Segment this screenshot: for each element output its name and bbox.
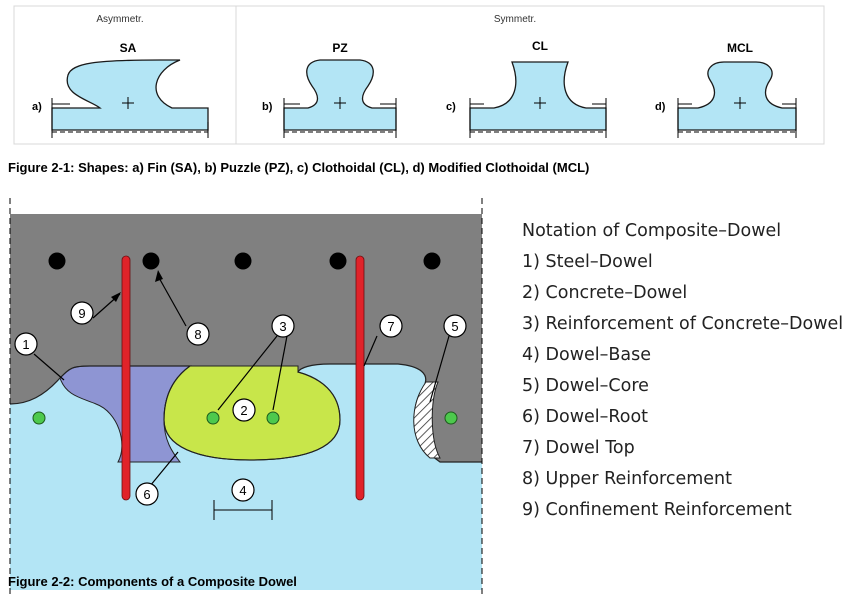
- notation-title: Notation of Composite–Dowel: [522, 221, 781, 241]
- marker-3: 3: [271, 314, 295, 338]
- notation-item-9: 9) Confinement Reinforcement: [522, 500, 792, 520]
- notation-item-1: 1) Steel–Dowel: [522, 252, 653, 272]
- marker-5: 5: [443, 314, 467, 338]
- shape-mcl-outline: [677, 61, 797, 131]
- marker-7: 7: [379, 314, 403, 338]
- shape-sa-outline: [51, 59, 209, 131]
- svg-text:9: 9: [78, 306, 85, 321]
- upper-rebar-5: [423, 252, 441, 270]
- svg-text:7: 7: [387, 319, 394, 334]
- shape-cl-name: CL: [532, 39, 548, 53]
- green-rebar-4: [444, 411, 458, 425]
- upper-rebar-1: [48, 252, 66, 270]
- svg-text:5: 5: [451, 319, 458, 334]
- shape-sa-label: a): [32, 101, 42, 113]
- shape-cl: CL c): [446, 39, 607, 138]
- svg-text:3: 3: [279, 319, 286, 334]
- shape-sa-name: SA: [120, 41, 137, 55]
- marker-4: 4: [231, 478, 255, 502]
- notation-item-7: 7) Dowel Top: [522, 438, 635, 458]
- green-rebar-1: [32, 411, 46, 425]
- svg-text:8: 8: [194, 327, 201, 342]
- shape-cl-outline: [469, 61, 607, 131]
- figure-2-1-frame: [13, 5, 825, 145]
- notation-item-2: 2) Concrete–Dowel: [522, 283, 687, 303]
- leader-lines: [33, 275, 450, 487]
- confinement-bar-right: [355, 255, 365, 501]
- shape-pz-outline: [283, 59, 397, 131]
- upper-rebar-2: [142, 252, 160, 270]
- green-rebar-3: [266, 411, 280, 425]
- figure-2-1: Asymmetr. Symmetr. SA a) PZ b): [8, 5, 825, 175]
- notation-item-4: 4) Dowel–Base: [522, 345, 651, 365]
- svg-text:1: 1: [22, 337, 29, 352]
- green-rebar-2: [206, 411, 220, 425]
- marker-9: 9: [70, 301, 94, 325]
- asymmetric-header: Asymmetr.: [96, 14, 143, 25]
- marker-2: 2: [232, 398, 256, 422]
- svg-text:6: 6: [143, 487, 150, 502]
- shape-pz-label: b): [262, 101, 273, 113]
- symmetric-header: Symmetr.: [494, 14, 536, 25]
- svg-text:4: 4: [239, 483, 246, 498]
- shape-mcl: MCL d): [655, 41, 797, 138]
- svg-text:2: 2: [240, 403, 247, 418]
- notation-item-5: 5) Dowel–Core: [522, 376, 649, 396]
- marker-6: 6: [135, 482, 159, 506]
- shape-cl-label: c): [446, 101, 456, 113]
- shape-sa: SA a): [32, 41, 209, 138]
- notation-item-3: 3) Reinforcement of Concrete–Dowel: [522, 314, 843, 334]
- upper-rebar-4: [329, 252, 347, 270]
- shape-mcl-label: d): [655, 101, 666, 113]
- notation-item-8: 8) Upper Reinforcement: [522, 469, 732, 489]
- notation-legend: Notation of Composite–Dowel 1) Steel–Dow…: [522, 221, 843, 520]
- notation-item-6: 6) Dowel–Root: [522, 407, 648, 427]
- marker-8: 8: [186, 322, 210, 346]
- shape-pz: PZ b): [262, 41, 397, 138]
- steel-outline: [9, 363, 482, 463]
- shape-mcl-name: MCL: [727, 41, 753, 55]
- figure-2-2-caption: Figure 2-2: Components of a Composite Do…: [8, 574, 297, 589]
- dowel-core-hatch: [413, 381, 441, 459]
- upper-rebar-3: [234, 252, 252, 270]
- figure-2-1-caption: Figure 2-1: Shapes: a) Fin (SA), b) Puzz…: [8, 160, 589, 175]
- confinement-bar-left: [121, 255, 131, 501]
- marker-1: 1: [14, 332, 38, 356]
- shape-pz-name: PZ: [332, 41, 347, 55]
- figure-2-2: 1 2 3 4 5 6 7 8: [8, 198, 843, 594]
